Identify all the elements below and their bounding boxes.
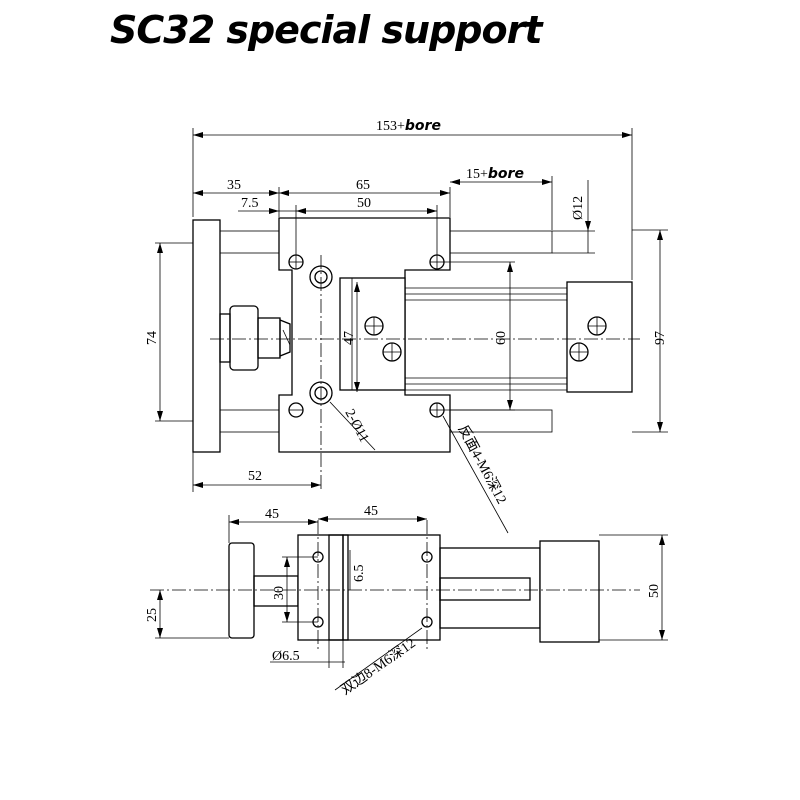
dim-7-5: 7.5 bbox=[241, 196, 259, 211]
dim-overall-length: 153+ bbox=[376, 119, 405, 134]
dim-25: 25 bbox=[145, 608, 160, 622]
svg-text:15+bore: 15+bore bbox=[466, 166, 524, 182]
dim-50-side: 50 bbox=[647, 584, 662, 598]
dim-35: 35 bbox=[227, 178, 241, 193]
dim-15-bore: 15+ bbox=[466, 167, 488, 182]
dim-47: 47 bbox=[342, 331, 357, 345]
svg-text:153+bore: 153+bore bbox=[376, 118, 441, 134]
note-8-m6: 双边8-M6深12 bbox=[338, 635, 419, 698]
bore-label-2: bore bbox=[488, 166, 524, 182]
cylinder-cap-side bbox=[539, 540, 600, 643]
dim-45-left: 45 bbox=[265, 507, 279, 522]
page-title: SC32 special support bbox=[110, 8, 542, 52]
dim-6-5: 6.5 bbox=[352, 565, 367, 583]
dim-phi12: Ø12 bbox=[571, 196, 586, 220]
dim-97: 97 bbox=[653, 331, 668, 345]
dim-60: 60 bbox=[494, 331, 509, 345]
bore-label: bore bbox=[405, 118, 441, 134]
side-view: 45 45 6.5 30 25 50 Ø6.5 双边8 bbox=[145, 504, 668, 698]
top-view: 153+bore 35 65 7.5 50 15+bore Ø12 bbox=[145, 118, 668, 534]
note-4-m6: 反面4-M6深12 bbox=[454, 422, 509, 506]
cylinder-end-cap bbox=[566, 281, 633, 393]
dim-phi6-5: Ø6.5 bbox=[272, 649, 300, 664]
support-block-side bbox=[297, 534, 441, 641]
end-plate-side bbox=[228, 542, 255, 639]
dim-50: 50 bbox=[357, 196, 371, 211]
dim-74: 74 bbox=[145, 331, 160, 345]
cylinder-body-side bbox=[439, 547, 541, 629]
dim-30: 30 bbox=[272, 586, 287, 600]
floating-joint bbox=[219, 305, 291, 371]
dim-45-right: 45 bbox=[364, 504, 378, 519]
dim-52: 52 bbox=[248, 469, 262, 484]
cylinder-body bbox=[339, 277, 406, 391]
dim-65: 65 bbox=[356, 178, 370, 193]
end-plate bbox=[192, 219, 221, 453]
